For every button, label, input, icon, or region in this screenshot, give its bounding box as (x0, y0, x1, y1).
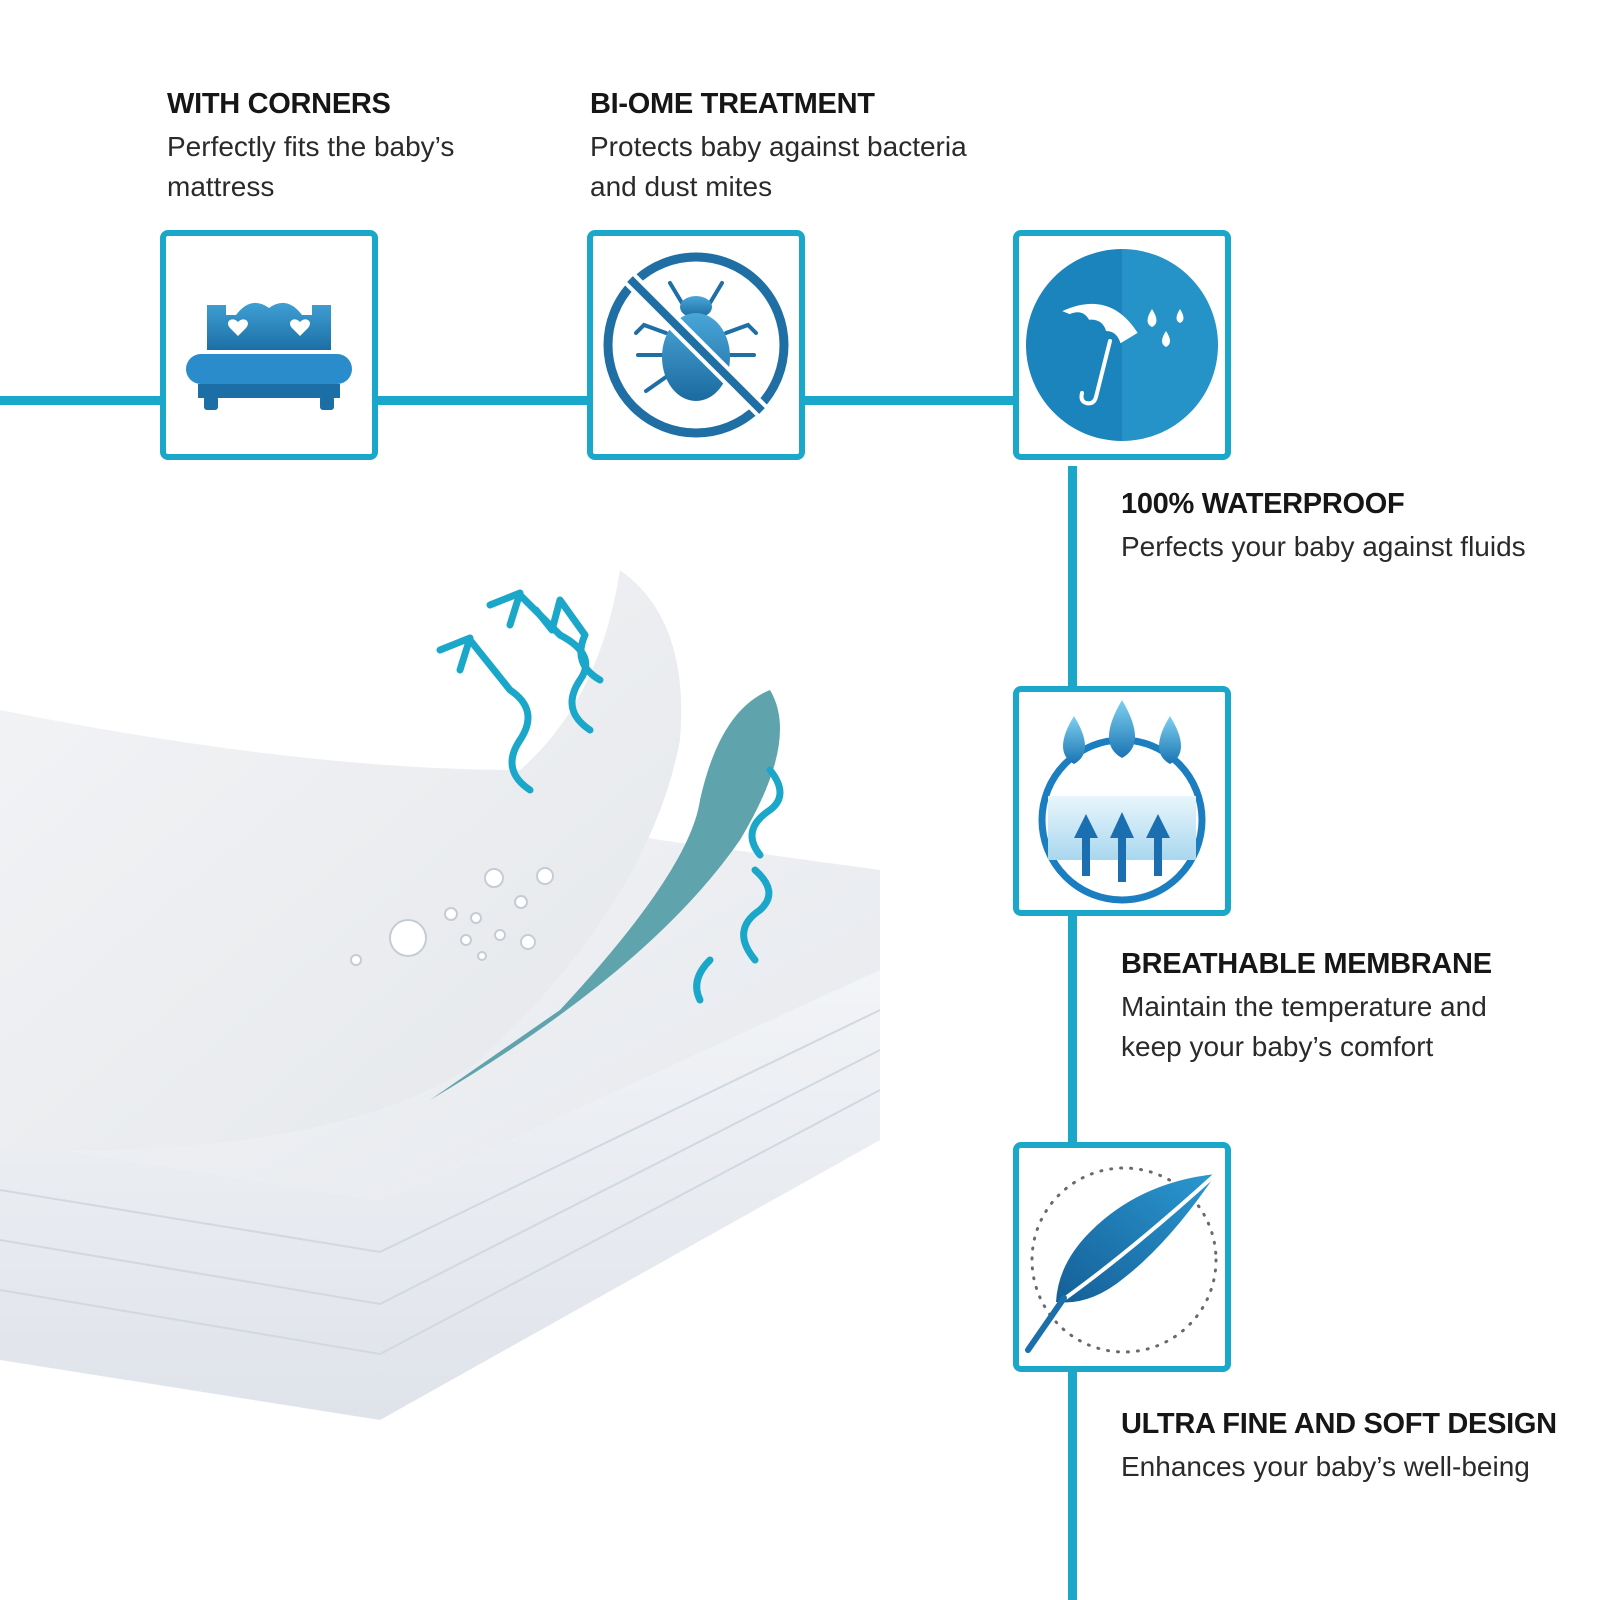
feature-description: Maintain the temperature and (1121, 991, 1487, 1022)
feature-title: BREATHABLE MEMBRANE (1121, 948, 1492, 980)
bed-icon (186, 302, 352, 410)
breathable-drops-icon (1038, 700, 1206, 904)
icon-box-waterproof (1013, 230, 1231, 460)
feature-treatment: BI-OME TREATMENT Protects baby against b… (590, 88, 967, 207)
feature-description: Enhances your baby’s well-being (1121, 1451, 1530, 1482)
connector-line-horizontal (0, 396, 1016, 405)
feature-title: ULTRA FINE AND SOFT DESIGN (1121, 1408, 1557, 1440)
feature-title: 100% WATERPROOF (1121, 488, 1405, 520)
feature-soft: ULTRA FINE AND SOFT DESIGN Enhances your… (1121, 1408, 1557, 1487)
feature-corners: WITH CORNERS Perfectly fits the baby’s m… (167, 88, 454, 207)
icon-box-treatment (587, 230, 805, 460)
feature-description: keep your baby’s comfort (1121, 1031, 1434, 1062)
feather-icon (1025, 1166, 1218, 1354)
umbrella-icon (1026, 249, 1218, 441)
feature-breathable: BREATHABLE MEMBRANE Maintain the tempera… (1121, 948, 1492, 1067)
feature-title: BI-OME TREATMENT (590, 88, 875, 120)
feature-description: and dust mites (590, 171, 773, 202)
feature-title: WITH CORNERS (167, 88, 391, 120)
no-bug-icon (603, 252, 789, 438)
feature-description: Protects baby against bacteria (590, 131, 967, 162)
icon-box-breathable (1013, 686, 1231, 916)
icon-box-soft (1013, 1142, 1231, 1372)
feature-waterproof: 100% WATERPROOF Perfects your baby again… (1121, 488, 1526, 567)
mattress-protector-illustration (0, 570, 881, 1420)
icon-box-corners (160, 230, 378, 460)
feature-description: Perfects your baby against fluids (1121, 531, 1526, 562)
connector-line-vertical (1068, 466, 1077, 1600)
feature-description: mattress (167, 171, 275, 202)
feature-description: Perfectly fits the baby’s (167, 131, 455, 162)
